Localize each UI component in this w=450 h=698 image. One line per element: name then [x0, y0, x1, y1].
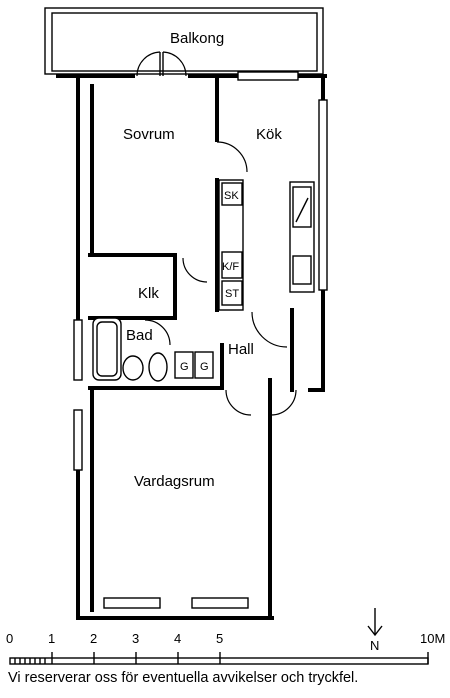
interior-doors [144, 141, 297, 416]
windows [73, 71, 328, 609]
scale-tick-4: 4 [174, 631, 181, 646]
scale-bar: 0 1 2 3 4 5 10M [6, 631, 445, 665]
freezer-label: SK [224, 190, 239, 202]
bathroom-label: Bad [126, 327, 153, 344]
bathroom-fixtures: G G [92, 317, 214, 382]
bedroom-label: Sovrum [123, 126, 175, 143]
living-room-label: Vardagsrum [134, 473, 215, 490]
scale-tick-2: 2 [90, 631, 97, 646]
fridge-freezer-label: K/F [222, 261, 239, 273]
scale-tick-marks [14, 652, 429, 664]
closet-label: Klk [138, 285, 159, 302]
cabinet-2-label: G [200, 361, 209, 373]
balcony-label: Balkong [170, 30, 224, 47]
balcony-door [136, 51, 187, 77]
hall-label: Hall [228, 341, 254, 358]
scale-tick-1: 1 [48, 631, 55, 646]
kitchen-fixtures: SK K/F ST [218, 179, 315, 311]
scale-tick-3: 3 [132, 631, 139, 646]
outer-walls [56, 74, 327, 620]
north-label: N [370, 638, 379, 653]
balcony: Balkong [44, 7, 324, 75]
scale-end-label: 10M [420, 631, 445, 646]
scale-tick-5: 5 [216, 631, 223, 646]
disclaimer-text: Vi reserverar oss för eventuella avvikel… [8, 670, 359, 686]
scale-tick-0: 0 [6, 631, 13, 646]
cabinet-1-label: G [180, 361, 189, 373]
stove-label: ST [225, 288, 239, 300]
kitchen-label: Kök [256, 126, 282, 143]
north-arrow: N [367, 608, 383, 653]
